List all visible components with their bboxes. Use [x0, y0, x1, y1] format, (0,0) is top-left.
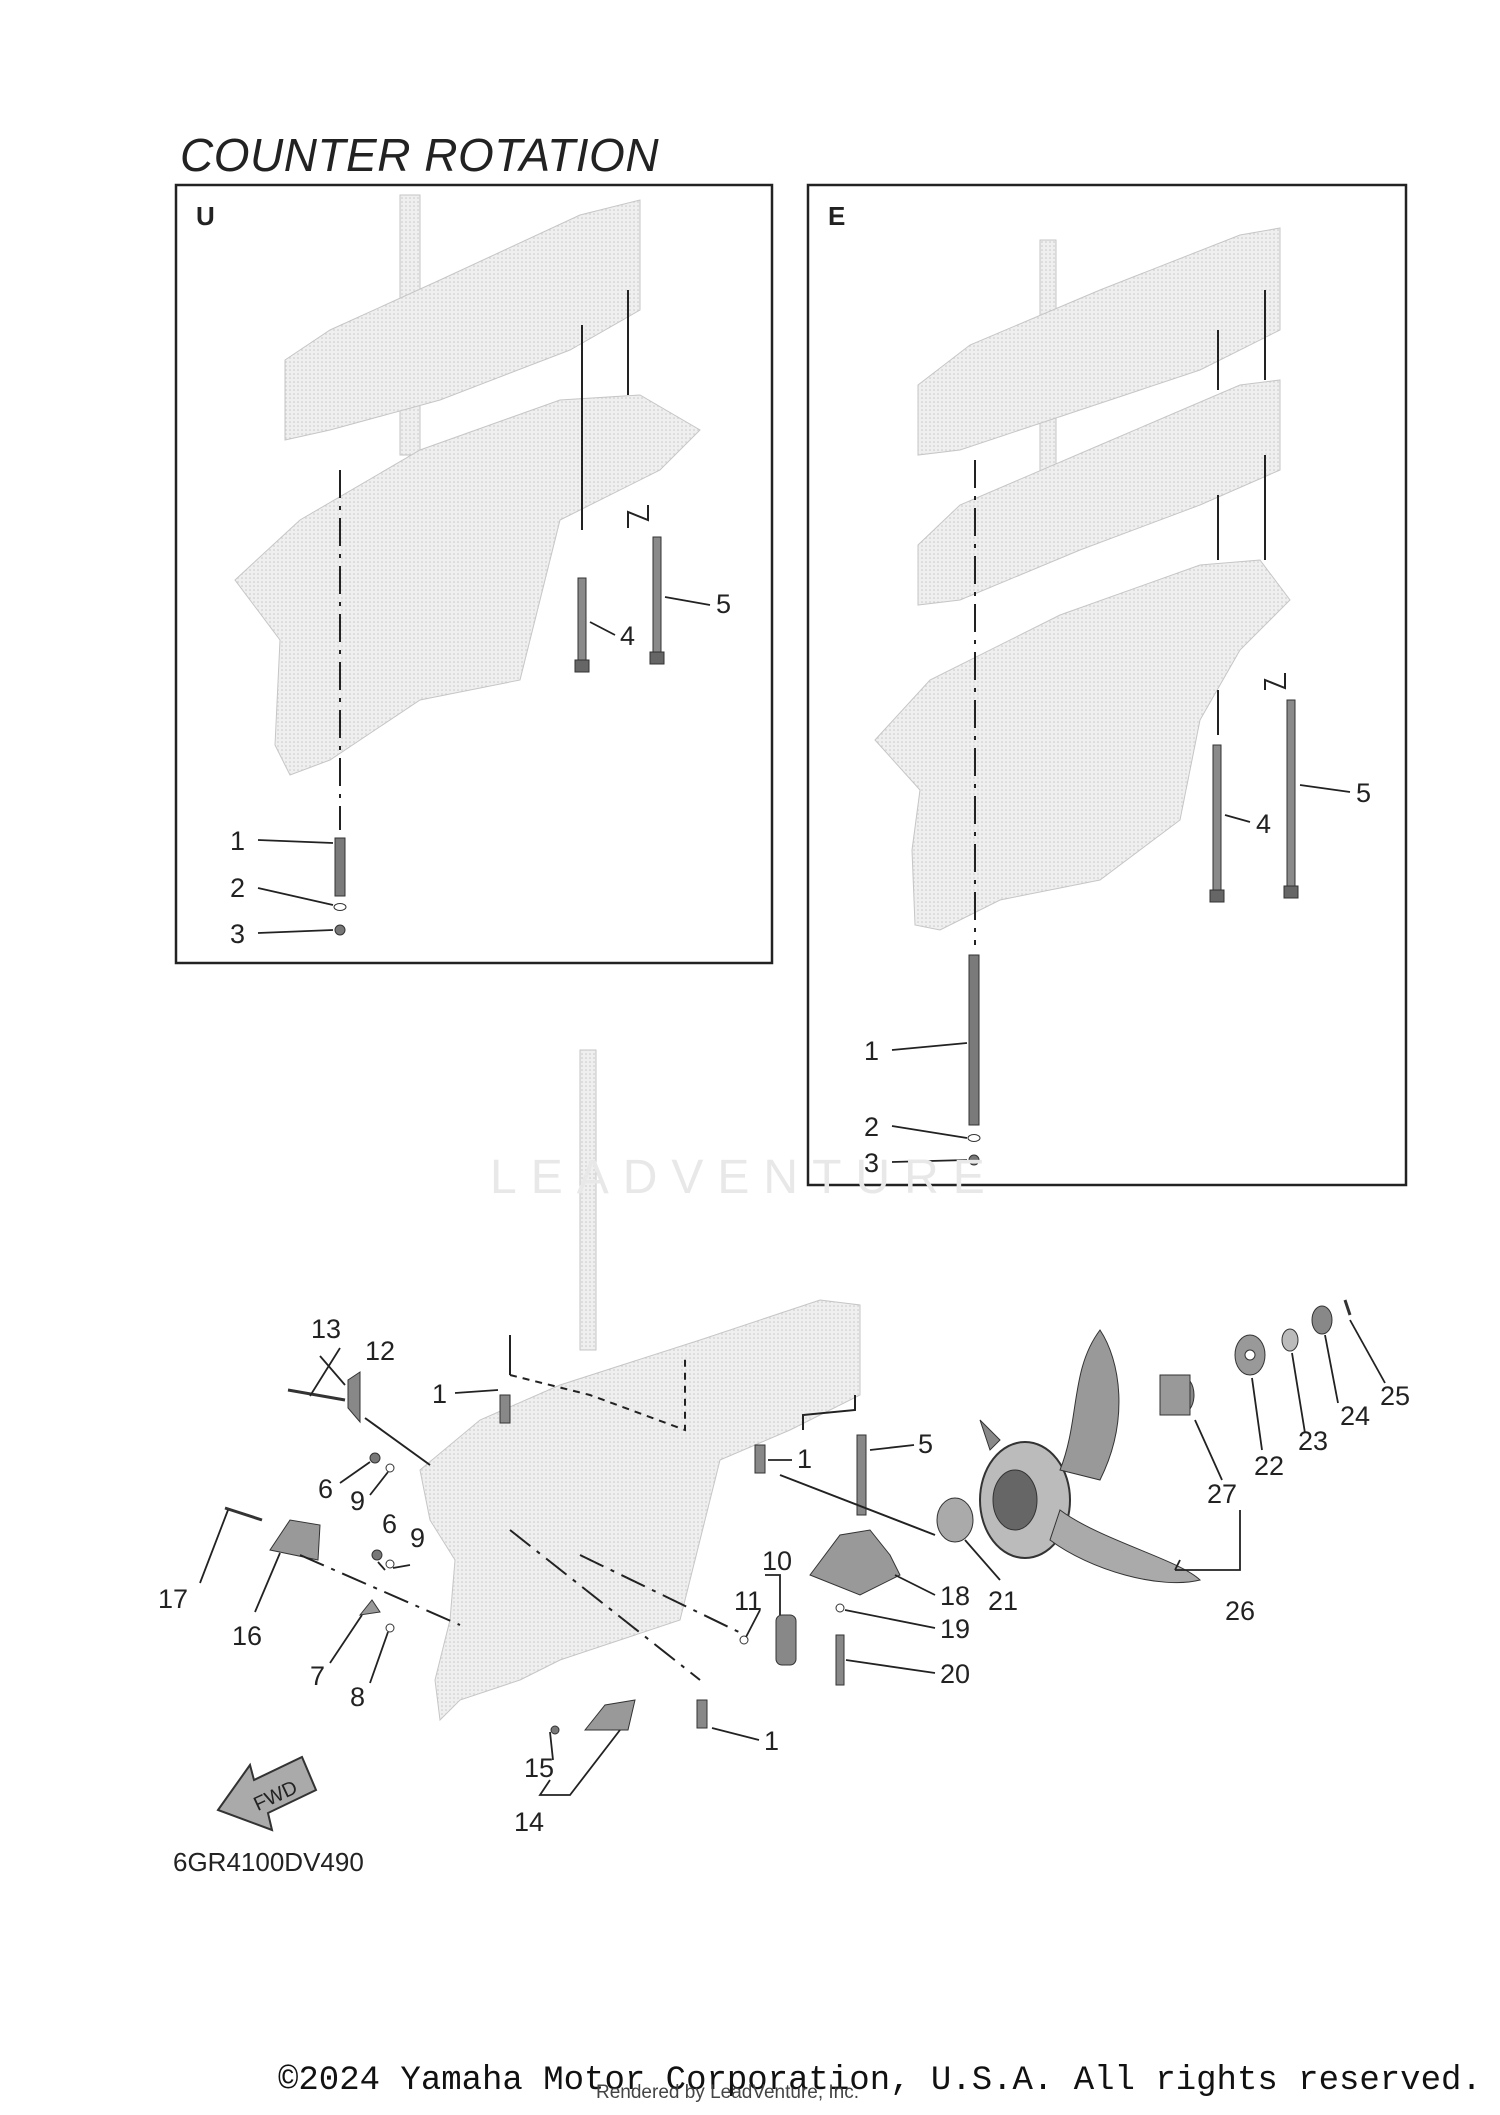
bolt-17: [224, 1506, 263, 1522]
callout-6: 6: [318, 1474, 333, 1504]
inset-u-box: U 1 2 3 4 5: [174, 183, 774, 965]
mounting-bolt: [754, 1444, 766, 1474]
inset-e-washer: [967, 1134, 981, 1142]
propeller: [979, 1329, 1201, 1584]
inset-e-callout-5: 5: [1356, 778, 1371, 808]
inset-e-nut: [968, 1154, 980, 1166]
callout-14: 14: [514, 1807, 544, 1837]
callout-11: 11: [734, 1586, 762, 1616]
callout-9: 9: [410, 1523, 425, 1553]
anode-14: [583, 1699, 636, 1731]
diagram-title: COUNTER ROTATION: [180, 129, 660, 181]
inset-e-label: E: [828, 201, 845, 231]
callout-13: 13: [311, 1314, 341, 1344]
inset-u-upper-casing: [284, 199, 641, 441]
nut-24: [1311, 1305, 1333, 1335]
thrust-washer-21: [936, 1497, 974, 1543]
callout-22: 22: [1254, 1451, 1284, 1481]
fwd-arrow-icon: FWD: [216, 1755, 318, 1832]
callout-17: 17: [158, 1584, 188, 1614]
anode-16: [269, 1519, 321, 1561]
callout-26: 26: [1225, 1596, 1255, 1626]
callout-10: 10: [762, 1546, 792, 1576]
inset-e-callout-1: 1: [864, 1036, 879, 1066]
callout-12: 12: [365, 1336, 395, 1366]
anode-10: [775, 1614, 797, 1666]
inset-u-callout-4: 4: [620, 621, 635, 651]
inset-u-callout-2: 2: [230, 873, 245, 903]
inset-u-label: U: [196, 201, 215, 231]
mounting-bolt: [499, 1394, 511, 1424]
mounting-bolt: [696, 1699, 708, 1729]
callout-23: 23: [1298, 1426, 1328, 1456]
inset-u-washer: [333, 903, 347, 911]
callout-1: 1: [764, 1726, 779, 1756]
callout-16: 16: [232, 1621, 262, 1651]
callout-19: 19: [940, 1614, 970, 1644]
trim-tab-18: [809, 1529, 901, 1596]
callout-9: 9: [350, 1486, 365, 1516]
trim-tab-bracket-12: [347, 1371, 361, 1424]
inset-u-nut: [334, 924, 346, 936]
gear-case-housing: [419, 1299, 861, 1722]
inset-u-callout-5: 5: [716, 589, 731, 619]
callout-18: 18: [940, 1581, 970, 1611]
inset-e-lower-housing: [874, 559, 1291, 931]
callout-6: 6: [382, 1509, 397, 1539]
inset-e-callout-2: 2: [864, 1112, 879, 1142]
inset-e-bolt-5: [1286, 699, 1296, 891]
callout-7: 7: [310, 1661, 325, 1691]
inset-u-bolt-5: [652, 536, 662, 658]
watermark: LEADVENTURE: [490, 1151, 999, 1204]
bolt-20: [835, 1634, 845, 1686]
callout-1: 1: [432, 1379, 447, 1409]
inset-e-box: E 1 2 3 4 5: [806, 183, 1408, 1187]
bolt-13: [287, 1388, 346, 1402]
inset-e-bolt-4: [1212, 744, 1222, 896]
inset-e-stud: [968, 954, 980, 1126]
bolt-5: [856, 1434, 867, 1516]
callout-15: 15: [524, 1753, 554, 1783]
inset-u-callout-1: 1: [230, 826, 245, 856]
inset-e-upper-casing: [917, 227, 1281, 456]
inset-u-bolt-4: [577, 577, 587, 667]
callout-5: 5: [918, 1429, 933, 1459]
part-code: 6GR4100DV490: [173, 1847, 364, 1877]
callout-24: 24: [1340, 1401, 1370, 1431]
pin-25: [1343, 1299, 1352, 1316]
callout-21: 21: [988, 1586, 1018, 1616]
callout-25: 25: [1380, 1381, 1410, 1411]
inset-e-callout-4: 4: [1256, 809, 1271, 839]
callout-1: 1: [797, 1444, 812, 1474]
inset-u-lower-housing: [234, 394, 701, 776]
callout-20: 20: [940, 1659, 970, 1689]
inset-e-callout-3: 3: [864, 1148, 879, 1178]
spacer-27: [1159, 1374, 1195, 1416]
inset-u-callout-3: 3: [230, 919, 245, 949]
main-exploded-view: 1 1 1 5 6 9 6 9 7 8 10 11 12 13 14 15 16…: [158, 1049, 1410, 1837]
drive-shaft: [579, 1049, 597, 1351]
callout-27: 27: [1207, 1479, 1237, 1509]
inset-u-stud: [334, 837, 346, 897]
rendered-by-notice: Rendered by LeadVenture, Inc.: [596, 2082, 860, 2103]
washer-23: [1281, 1328, 1299, 1352]
copyright-notice: ©2024 Yamaha Motor Corporation, U.S.A. A…: [278, 2062, 1482, 2100]
callout-8: 8: [350, 1682, 365, 1712]
inset-e-spacer-casing: [917, 379, 1281, 606]
